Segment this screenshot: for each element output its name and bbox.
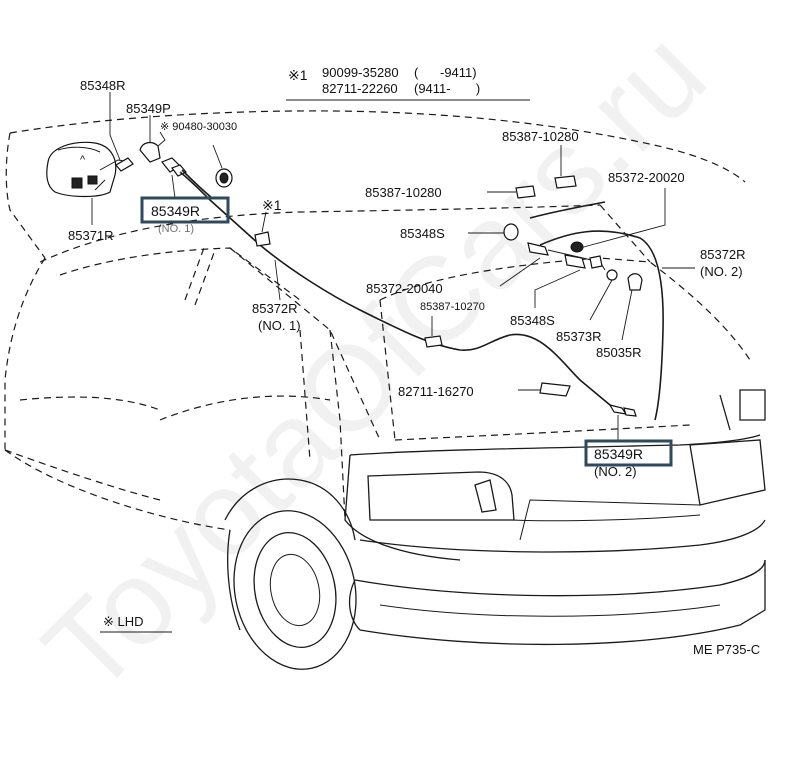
nozzle-assembly <box>503 223 606 271</box>
lhd-note: ※ LHD <box>100 614 172 633</box>
label-85349r-no2: 85349R <box>594 446 643 462</box>
label-85371r: 85371R <box>68 228 114 243</box>
label-85387-10270: 85387-10270 <box>420 301 485 313</box>
nozzle-85035r <box>627 273 643 291</box>
label-85348s-b: 85348S <box>510 313 555 328</box>
washer-tank: ^ <box>46 141 131 198</box>
label-90480-30030: ※ 90480-30030 <box>160 121 237 133</box>
label-lhd: ※ LHD <box>103 614 144 629</box>
highlight-85349r-no2: 85349R (NO. 2) <box>584 439 673 479</box>
label-85372r-no1-sub: (NO. 1) <box>258 318 301 333</box>
connector-85348r <box>115 157 134 172</box>
label-85349r-no1-sub: (NO. 1) <box>158 223 194 235</box>
label-82711-16270: 82711-16270 <box>398 384 474 399</box>
label-85372r-no2: 85372R <box>700 247 746 262</box>
label-85372-20040: 85372-20040 <box>366 281 443 296</box>
label-plate-82711 <box>539 382 571 397</box>
leader-lines <box>91 92 695 440</box>
label-mark1: ※1 <box>262 197 282 213</box>
label-85387-10280-top: 85387-10280 <box>502 129 579 144</box>
header-line2-part: 82711-22260 <box>322 81 398 96</box>
label-85348s-a: 85348S <box>400 226 445 241</box>
highlight-85349r-no1: 85349R (NO. 1) <box>140 196 230 235</box>
clip-85387-top <box>554 175 577 189</box>
header-line1-range: ( -9411) <box>414 65 477 80</box>
grommet-85373r <box>606 269 618 281</box>
clip-mark1 <box>254 231 271 247</box>
label-85349r-no1: 85349R <box>151 203 200 219</box>
label-85035r: 85035R <box>596 345 642 360</box>
header-line2-range: (9411- ) <box>414 81 480 96</box>
diagram-code: ME P735-C <box>693 642 760 657</box>
header-note: ※1 90099-35280 ( -9411) 82711-22260 (941… <box>286 65 530 101</box>
clip-85387-mid <box>515 185 536 199</box>
highlight-box-no1 <box>140 196 230 224</box>
hose-no1 <box>179 171 611 406</box>
label-85348r: 85348R <box>80 78 126 93</box>
clip-85387-10270 <box>424 335 443 348</box>
label-85372-20020: 85372-20020 <box>608 170 685 185</box>
label-85387-10280-mid: 85387-10280 <box>365 185 442 200</box>
hose-no2 <box>539 230 664 421</box>
label-85373r: 85373R <box>556 329 602 344</box>
elbow-85349p <box>139 141 161 163</box>
check-valve-85349r-no1 <box>161 157 187 177</box>
label-85372r-no1: 85372R <box>252 301 298 316</box>
check-valve-85349r-no2 <box>608 404 637 417</box>
header-mark: ※1 <box>288 67 308 83</box>
highlight-box-no2 <box>584 439 673 467</box>
label-85372r-no2-sub: (NO. 2) <box>700 264 743 279</box>
label-85349r-no2-sub: (NO. 2) <box>594 464 637 479</box>
svg-text:^: ^ <box>80 154 86 166</box>
grommet-90480 <box>215 168 233 188</box>
label-85349p: 85349P <box>126 101 171 116</box>
header-line1-part: 90099-35280 <box>322 65 399 80</box>
